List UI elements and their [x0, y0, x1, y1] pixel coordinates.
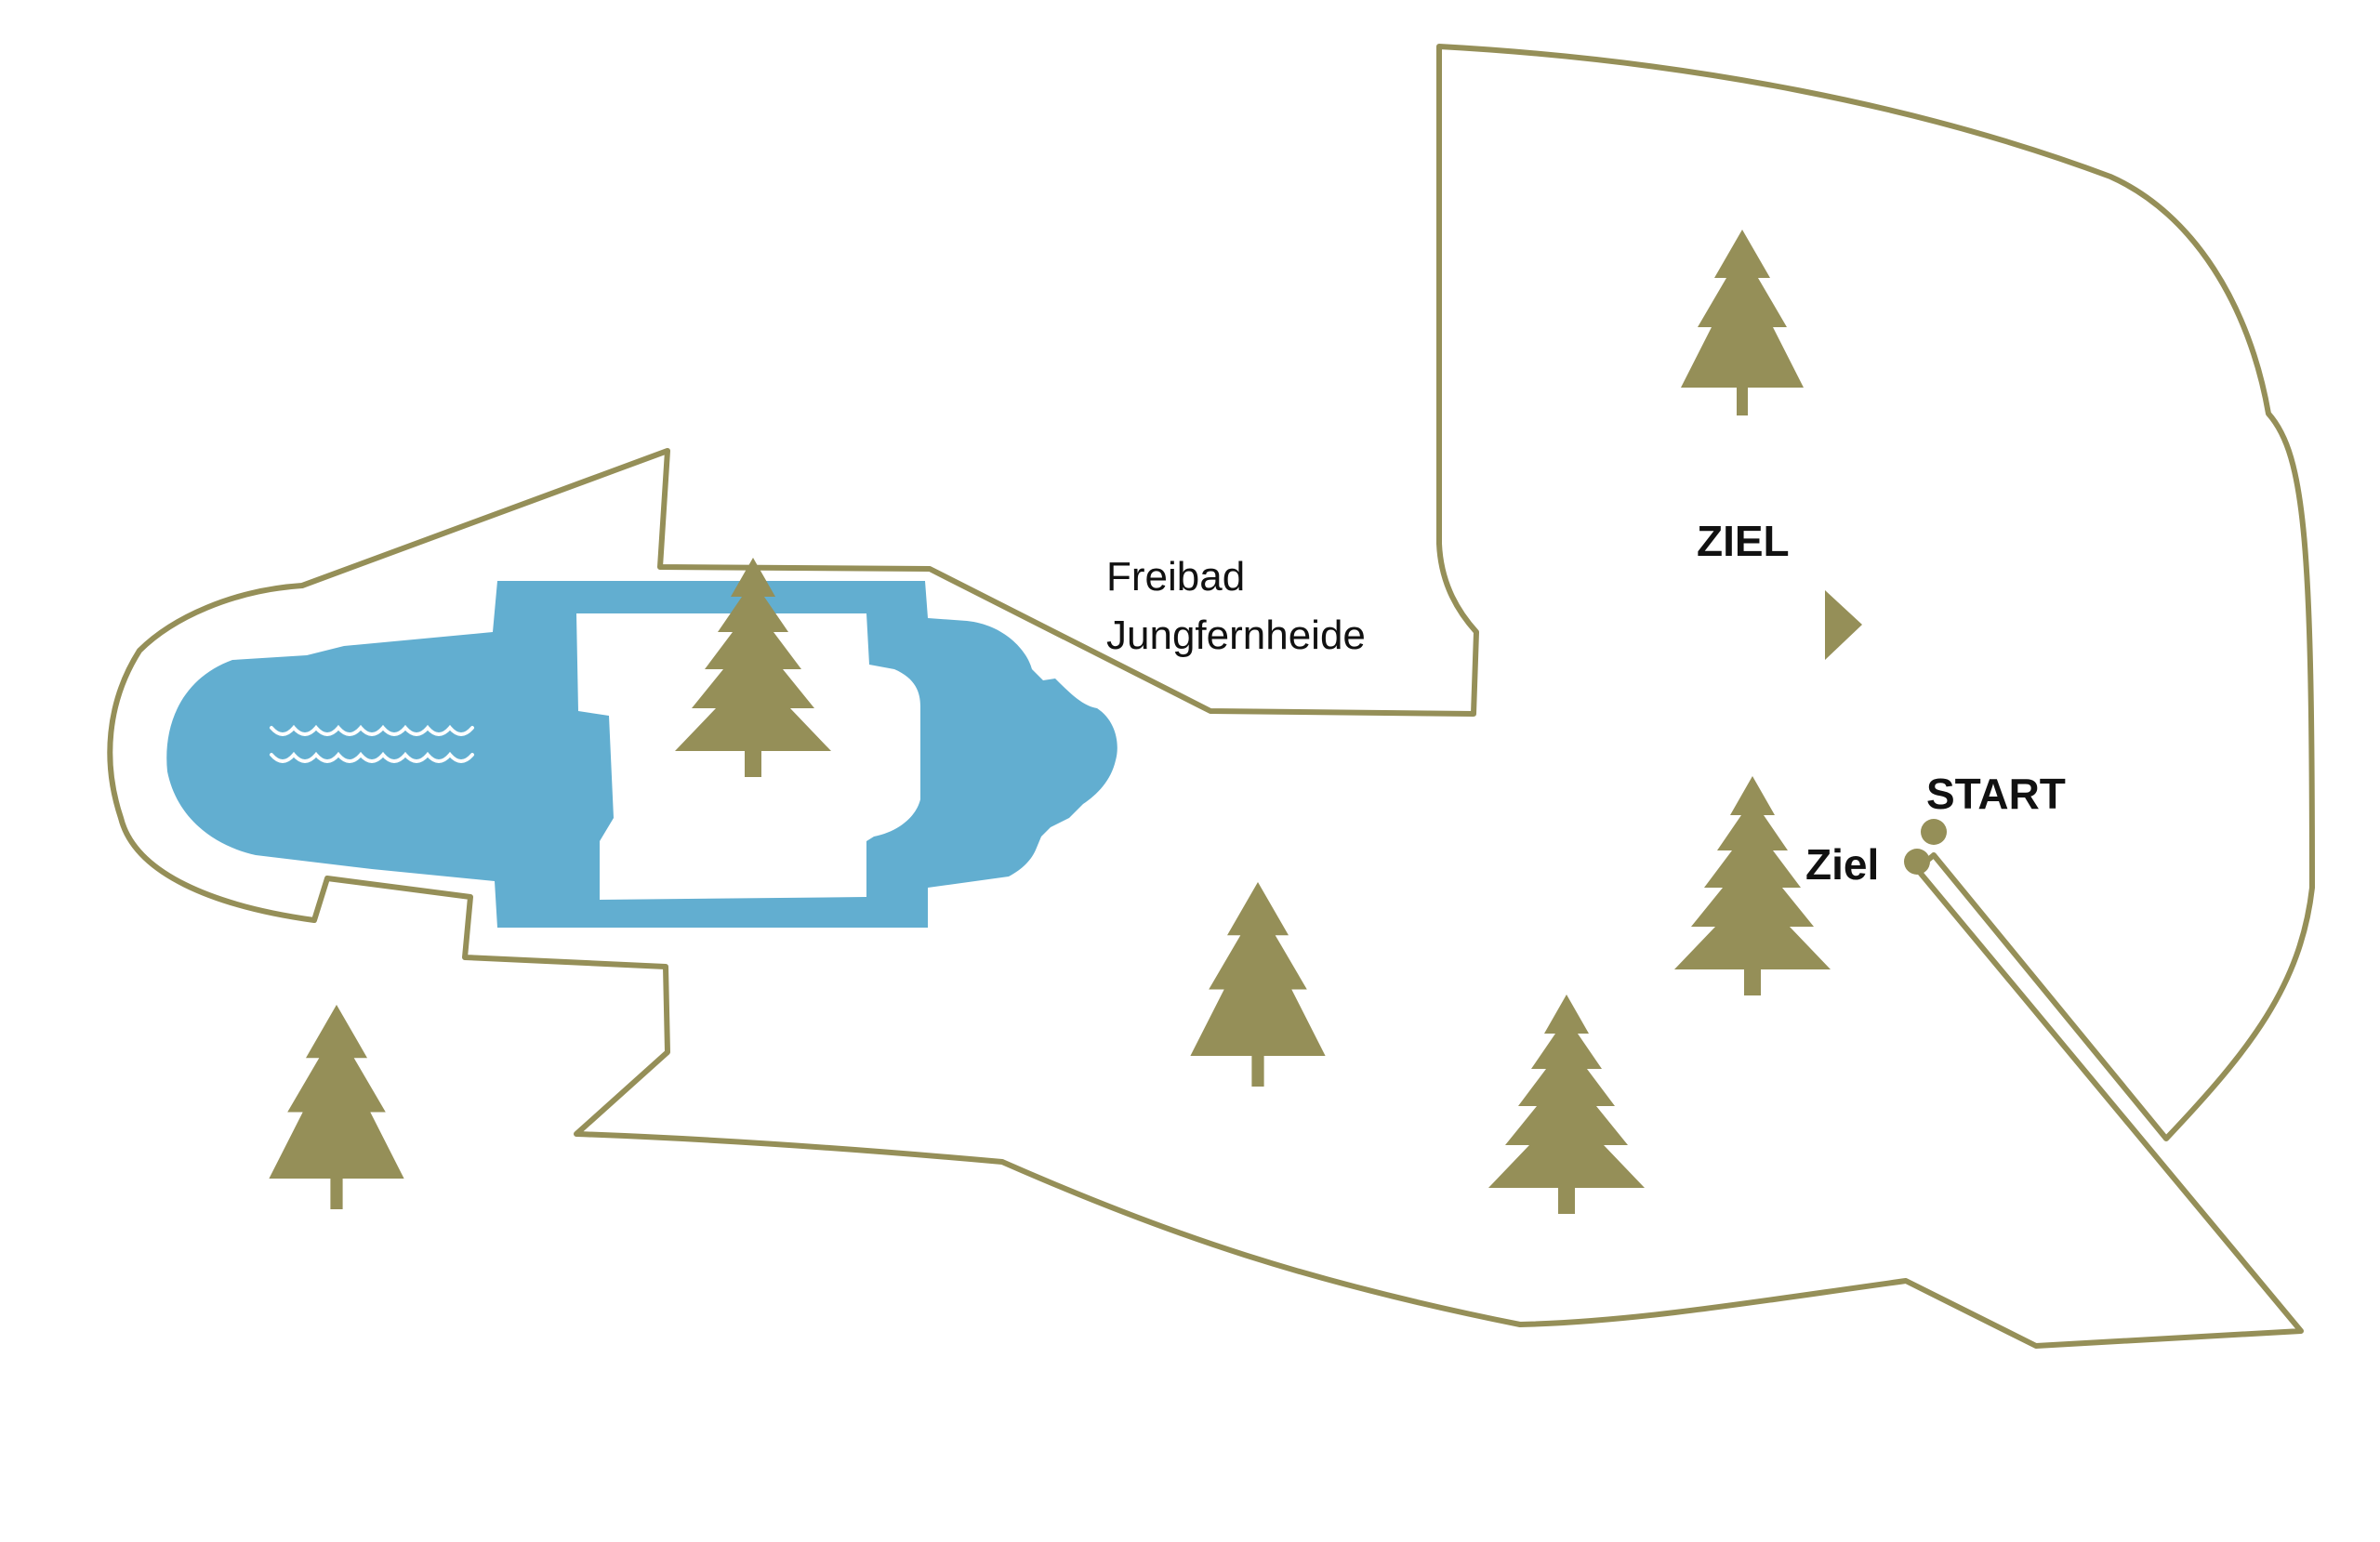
ziel-label-lower: Ziel — [1805, 840, 1879, 889]
ziel-marker — [1904, 849, 1930, 875]
route-outline — [107, 44, 2315, 1349]
start-marker — [1921, 819, 1947, 845]
waves-icon — [270, 724, 474, 763]
fir-tree-icon — [1488, 995, 1645, 1214]
fir-tree-icon — [1681, 230, 1804, 415]
fir-tree-icon — [269, 1005, 404, 1209]
triangle-arrow-icon — [1825, 590, 1862, 660]
freibad-label-line1: Freibad — [1106, 554, 1245, 600]
ziel-label-upper: ZIEL — [1697, 517, 1790, 565]
fir-tree-icon — [1190, 882, 1326, 1087]
start-label: START — [1926, 770, 2066, 818]
pool — [166, 581, 1117, 928]
freibad-label-line2: Jungfernheide — [1106, 613, 1366, 658]
